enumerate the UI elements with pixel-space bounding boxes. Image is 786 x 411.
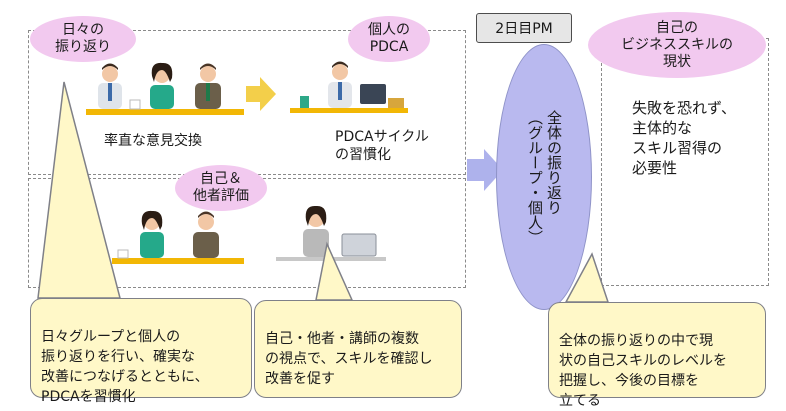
multi-view-callout-text: 自己・他者・講師の複数 の視点で、スキルを確認し 改善を促す xyxy=(265,331,433,387)
self-others-eval-label: 自己＆ 他者評価 xyxy=(193,171,249,204)
skill-need-text: 失敗を恐れず、 主体的な スキル習得の 必要性 xyxy=(632,99,736,177)
daily-callout-text: 日々グループと個人の 振り返りを行い、確実な 改善につなげるとともに、 PDCA… xyxy=(41,329,209,405)
daily-reflection-pill: 日々の 振り返り xyxy=(30,16,136,62)
overall-callout: 全体の振り返りの中で現 状の自己スキルのレベルを 把握し、今後の目標を 立てる xyxy=(548,302,766,409)
group-discussion-illustration xyxy=(86,62,244,115)
caption-exchange: 率直な意見交換 xyxy=(104,133,202,149)
business-skill-label: 自己の ビジネススキルの 現状 xyxy=(621,19,733,70)
laptop xyxy=(360,84,386,104)
multi-view-callout: 自己・他者・講師の複数 の視点で、スキルを確認し 改善を促す xyxy=(254,300,462,398)
personal-pdca-label: 個人の PDCA xyxy=(368,22,410,55)
self-others-eval-pill: 自己＆ 他者評価 xyxy=(175,165,267,211)
daily-reflection-label: 日々の 振り返り xyxy=(55,22,111,55)
business-skill-pill: 自己の ビジネススキルの 現状 xyxy=(588,12,766,78)
overall-reflection-oval: 全体の振り返り （グループ・個人） xyxy=(496,44,592,310)
cup xyxy=(129,99,141,110)
time-badge: 2日目PM xyxy=(476,13,572,43)
personal-pdca-pill: 個人の PDCA xyxy=(348,16,430,62)
person-woman-center xyxy=(150,62,174,109)
peer-evaluation-illustration xyxy=(112,210,244,264)
person-man-left xyxy=(98,63,122,109)
pdca-worker-illustration xyxy=(290,61,408,113)
overall-reflection-label: 全体の振り返り （グループ・個人） xyxy=(526,109,563,245)
purple-arrow xyxy=(467,149,503,191)
time-badge-label: 2日目PM xyxy=(495,21,553,37)
yellow-arrow xyxy=(246,77,276,111)
plant xyxy=(300,96,309,108)
overall-callout-text: 全体の振り返りの中で現 状の自己スキルのレベルを 把握し、今後の目標を 立てる xyxy=(559,333,727,409)
daily-callout: 日々グループと個人の 振り返りを行い、確実な 改善につなげるとともに、 PDCA… xyxy=(30,298,252,405)
caption-pdca: PDCAサイクル の習慣化 xyxy=(335,129,429,163)
table xyxy=(86,109,244,115)
person-man-right xyxy=(195,63,221,109)
book-stack xyxy=(388,98,404,108)
